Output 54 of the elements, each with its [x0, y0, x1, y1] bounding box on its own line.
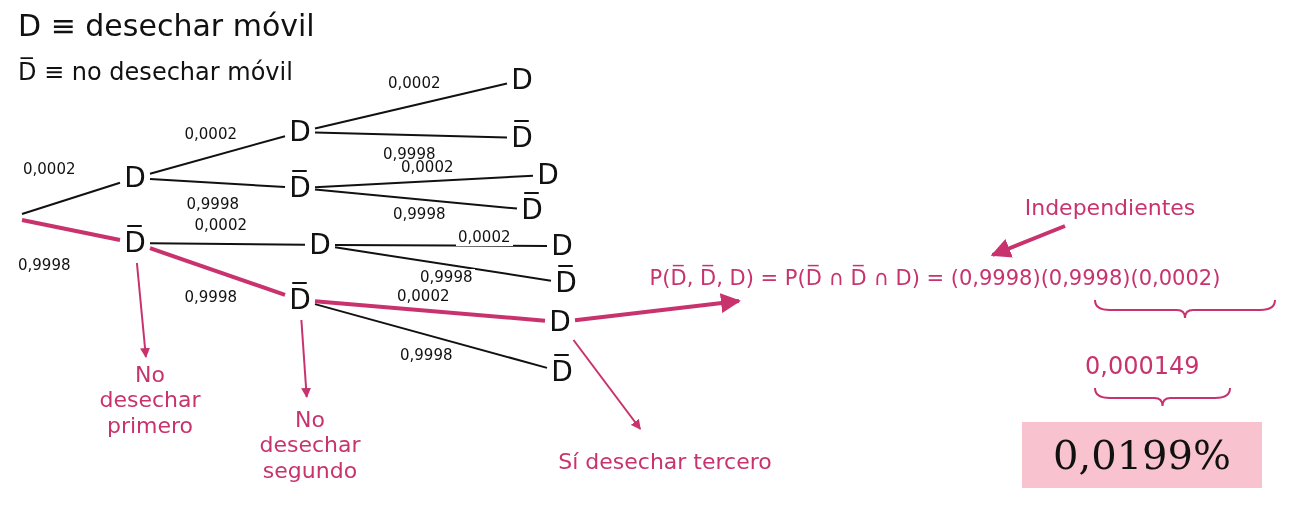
annotation-note: Sí desechar tercero	[545, 432, 785, 492]
edge-label: 0,9998	[16, 256, 73, 274]
branch-line	[314, 299, 546, 323]
annotation-note: No desechar primero	[90, 360, 210, 440]
branch-line	[314, 303, 548, 369]
branch-line	[314, 131, 508, 139]
branch-line	[149, 246, 286, 297]
edge-label: 0,0002	[386, 75, 443, 92]
outcome-label: D	[510, 65, 534, 95]
outcome-label: D	[288, 117, 312, 147]
arrow	[990, 224, 1066, 258]
annotation-note: No desechar segundo	[250, 400, 370, 490]
outcome-label: D̅	[288, 283, 312, 317]
result-box: 0,0199%	[1022, 422, 1262, 488]
branch-line	[149, 135, 286, 175]
branch-line	[149, 242, 306, 246]
edge-label: 0,0002	[192, 217, 249, 234]
edge-label: 0,9998	[418, 269, 475, 286]
edge-label: 0,0002	[21, 161, 78, 179]
outcome-label: D̅	[550, 355, 574, 389]
branch-line	[334, 246, 552, 282]
branch-line	[149, 177, 286, 189]
outcome-label: D̅	[554, 266, 578, 300]
arrow	[300, 319, 312, 398]
edge-label: 0,0002	[182, 126, 239, 143]
definition-text: D̅ ≡ no desechar móvil	[18, 58, 293, 86]
annotation-note: Independientes	[1025, 193, 1195, 223]
arrow	[135, 262, 150, 358]
outcome-label: D	[536, 160, 560, 190]
edge-label: 0,9998	[184, 196, 241, 213]
edge-label: 0,9998	[182, 288, 239, 306]
outcome-label: D	[548, 307, 572, 337]
outcome-label: D	[123, 163, 147, 193]
branch-line	[314, 188, 518, 210]
outcome-label: D̅	[288, 171, 312, 205]
product-value: 0,000149	[1085, 352, 1200, 380]
branch-line	[334, 244, 548, 247]
outcome-label: D	[308, 230, 332, 260]
edge-label: 0,0002	[395, 288, 452, 305]
arrow	[572, 339, 642, 430]
arrow	[574, 293, 741, 323]
outcome-label: D̅	[520, 193, 544, 227]
edge-label: 0,9998	[391, 206, 448, 223]
edge-label: 0,0002	[456, 228, 513, 246]
branch-line	[314, 174, 534, 189]
edge-label: 0,9998	[398, 347, 455, 364]
outcome-label: D̅	[123, 226, 147, 260]
probability-formula: P(D̅, D̅, D) = P(D̅ ∩ D̅ ∩ D) = (0,9998)(0,9998)(0,0002)	[585, 258, 1285, 298]
branch-line	[314, 82, 508, 130]
branch-line	[21, 218, 121, 242]
definition-text: D ≡ desechar móvil	[18, 8, 315, 43]
outcome-label: D̅	[510, 121, 534, 155]
branch-line	[21, 181, 121, 215]
outcome-label: D	[550, 231, 574, 261]
